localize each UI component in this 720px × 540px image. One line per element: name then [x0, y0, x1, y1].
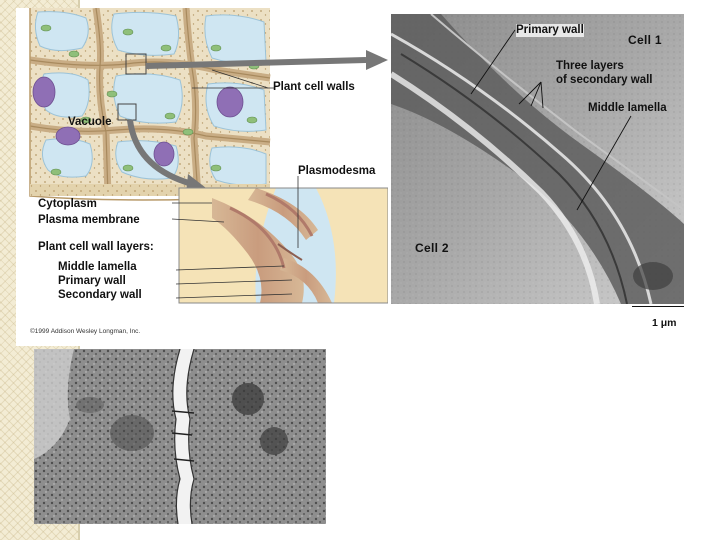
- label-plasma-membrane: Plasma membrane: [38, 214, 140, 226]
- scale-bar-label: 1 μm: [652, 317, 677, 329]
- cell-wall-diagram-graphic: [29, 7, 389, 304]
- label-plant-cell-walls: Plant cell walls: [273, 81, 355, 93]
- zoomed-wall-panel: [179, 188, 388, 303]
- label-primary-wall: Primary wall: [58, 275, 126, 287]
- cell-wall-diagram: Vacuole Plant cell walls Plasmodesma Cyt…: [16, 7, 389, 346]
- plasmodesmata-micrograph-image: [34, 348, 326, 525]
- label-vacuole: Vacuole: [68, 116, 112, 128]
- cell-wall-micrograph-image: [389, 13, 685, 305]
- label-micrograph-middle-lamella: Middle lamella: [588, 102, 667, 114]
- label-micrograph-primary-wall: Primary wall: [516, 24, 584, 37]
- label-cytoplasm: Cytoplasm: [38, 198, 97, 210]
- label-three-layers-line1: Three layers: [556, 60, 624, 72]
- scale-bar-line: [632, 306, 684, 307]
- label-secondary-wall: Secondary wall: [58, 289, 142, 301]
- label-three-layers-line2: of secondary wall: [556, 74, 653, 86]
- copyright-notice: ©1999 Addison Wesley Longman, Inc.: [30, 328, 141, 335]
- label-middle-lamella: Middle lamella: [58, 261, 137, 273]
- label-plasmodesma: Plasmodesma: [298, 165, 376, 177]
- label-cell-2: Cell 2: [415, 241, 449, 255]
- plasmodesmata-micrograph: [34, 348, 326, 525]
- label-wall-layers-heading: Plant cell wall layers:: [38, 241, 154, 253]
- cell-wall-micrograph: Primary wall Cell 1 Three layers of seco…: [389, 13, 685, 305]
- label-cell-1: Cell 1: [628, 33, 662, 47]
